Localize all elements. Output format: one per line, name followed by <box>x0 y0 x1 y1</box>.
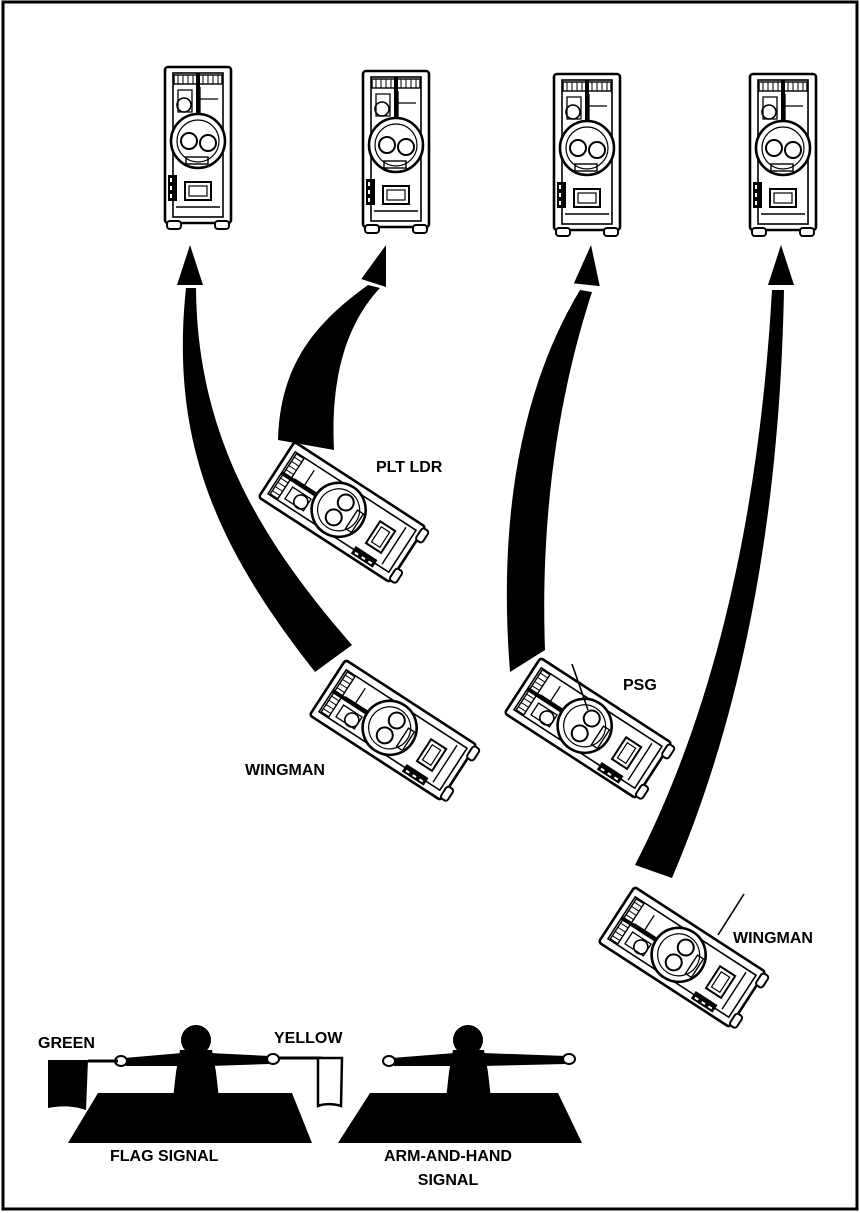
arrow-wingman-left <box>177 245 352 672</box>
tank-wingman-right <box>596 884 773 1033</box>
arm-hand-signal-figure <box>338 1025 582 1143</box>
tank-top-2 <box>361 69 431 235</box>
label-plt-ldr: PLT LDR <box>376 459 443 476</box>
label-arm-hand-line2: SIGNAL <box>418 1172 479 1189</box>
label-green: GREEN <box>38 1035 95 1052</box>
tank-top-4 <box>748 72 818 238</box>
label-flag-signal: FLAG SIGNAL <box>110 1148 219 1165</box>
arrow-psg <box>506 243 604 672</box>
arrow-wingman-right <box>635 245 794 878</box>
label-yellow: YELLOW <box>274 1030 343 1047</box>
arrow-plt-ldr <box>278 240 399 450</box>
tank-top-1 <box>163 65 233 231</box>
tank-top-3 <box>552 72 622 238</box>
flag-signal-figure <box>48 1025 344 1143</box>
tank-wingman-left <box>307 657 484 806</box>
label-arm-hand-line1: ARM-AND-HAND <box>384 1148 512 1165</box>
label-psg: PSG <box>623 677 657 694</box>
wingman-antenna <box>717 893 745 936</box>
label-wingman-right: WINGMAN <box>733 930 813 947</box>
label-wingman-left: WINGMAN <box>245 762 325 779</box>
psg-antenna <box>571 663 589 711</box>
